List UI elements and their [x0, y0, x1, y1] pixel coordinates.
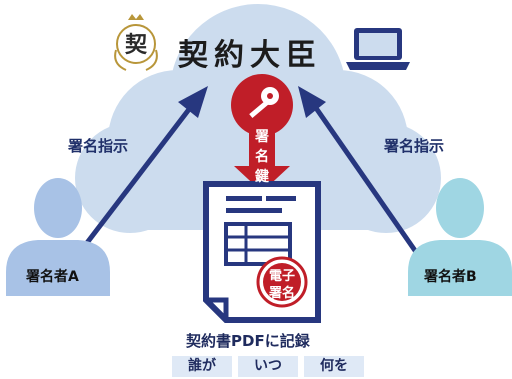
- key-icon: [249, 87, 279, 118]
- brand-logo-icon: 契: [114, 14, 158, 71]
- instruction-label-right: 署名指示: [384, 137, 445, 155]
- key-badge-char-2: 名: [255, 149, 269, 165]
- stamp-text-line1: 電子: [268, 269, 295, 284]
- instruction-label-left: 署名指示: [68, 137, 129, 155]
- tag-when: いつ: [238, 356, 298, 377]
- signer-b-person-icon: [408, 178, 512, 296]
- document-icon: [203, 181, 321, 323]
- tag-what: 何を: [304, 356, 364, 377]
- signer-a-person-icon: [6, 178, 110, 296]
- arrow-right-up: [298, 86, 419, 254]
- record-caption: 契約書PDFに記録: [186, 332, 310, 350]
- signer-b-label: 署名者B: [424, 269, 477, 285]
- e-signature-stamp: [256, 256, 308, 308]
- brand-logo-char: 契: [124, 32, 148, 58]
- signing-key-badge: [231, 74, 293, 192]
- signer-a-label: 署名者A: [26, 269, 79, 285]
- arrow-left-up: [78, 86, 208, 254]
- laptop-icon: [346, 28, 410, 70]
- tag-who: 誰が: [172, 356, 232, 377]
- key-badge-char-3: 鍵: [255, 169, 269, 185]
- stamp-text-line2: 署名: [268, 286, 295, 301]
- brand-title: 契約大臣: [178, 38, 322, 73]
- key-badge-char-1: 署: [255, 129, 269, 145]
